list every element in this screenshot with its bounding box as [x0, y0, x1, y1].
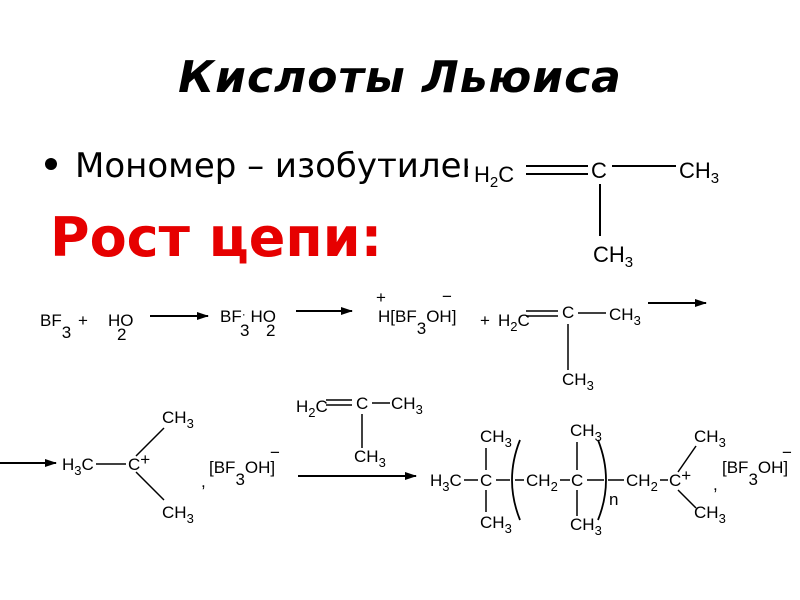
svg-text:2: 2 [266, 321, 275, 340]
comma-1: , [201, 472, 206, 491]
carbocation-h3c: H3C [62, 455, 94, 478]
isobutylene-ch3: CH3 [609, 305, 641, 328]
polymer-ch2: CH2 [526, 471, 558, 494]
bf3-reagent: BF3 [40, 311, 71, 342]
polymer-end-c-plus: C+ [669, 466, 691, 490]
bullet-text: Мономер – изобутилен [75, 146, 473, 186]
polymer-ch2-end: CH2 [626, 471, 658, 494]
plus-sign: + [78, 311, 88, 330]
anion-charge: − [442, 287, 452, 306]
bullet-monomer: Мономер – изобутилен [45, 146, 473, 196]
repeat-n: n [609, 490, 618, 509]
counter-anion-2: [BF3OH] [722, 458, 788, 489]
polymer-h3c: H3C [430, 471, 462, 494]
proton-charge: + [376, 288, 386, 307]
polymer-c2-ch3-top: CH3 [570, 421, 602, 444]
monomer-small-ch3-bottom: CH3 [354, 447, 386, 470]
monomer-small-h2c: H2C [296, 397, 328, 420]
polymer-c1: C [480, 471, 492, 490]
plus-sign-2: + [480, 311, 490, 330]
carbocation-c-plus: C+ [128, 450, 150, 474]
anion-charge-2: − [782, 443, 792, 462]
carbocation-ch3-bottom: CH3 [162, 503, 194, 526]
polymer-c1-ch3-top: CH3 [480, 427, 512, 450]
comma-2: , [713, 475, 718, 494]
svg-text:3: 3 [240, 321, 249, 340]
monomer-structure: H2C C CH3 CH3 [468, 150, 719, 271]
bracket-right [597, 439, 607, 521]
bullet-dot-icon [45, 157, 57, 170]
protonated-complex: H[BF3OH] [378, 307, 456, 338]
isobutylene-h2c: H2C [498, 311, 530, 334]
complex-bf3-h2o: BF· HO [220, 307, 276, 326]
isobutylene-ch3-bottom: CH3 [562, 370, 594, 393]
polymer-c2: C [571, 471, 583, 490]
polymer-c1-ch3-bottom: CH3 [480, 513, 512, 536]
bracket-left [511, 439, 521, 521]
slide-title: Кислоты Льюиса [178, 52, 622, 103]
polymer-c2-ch3-bottom: CH3 [570, 515, 602, 538]
monomer-ch3-right: CH3 [679, 158, 719, 187]
isobutylene-c: C [562, 303, 574, 322]
monomer-small-c: C [356, 394, 368, 413]
anion-charge-1: − [270, 443, 280, 462]
section-heading: Рост цепи: [50, 206, 383, 269]
monomer-ch3-bottom: CH3 [593, 242, 633, 271]
polymer-end-ch3-bottom: CH3 [694, 503, 726, 526]
monomer-c: C [591, 158, 607, 183]
counter-anion-1: [BF3OH] [209, 458, 275, 489]
propagation-row: H3C C+ CH3 CH3 , [BF3OH] − H2C C CH3 CH3… [0, 394, 792, 538]
monomer-small-ch3: CH3 [391, 394, 423, 417]
carbocation-ch3-top: CH3 [162, 408, 194, 431]
polymer-end-ch3-top: CH3 [694, 427, 726, 450]
